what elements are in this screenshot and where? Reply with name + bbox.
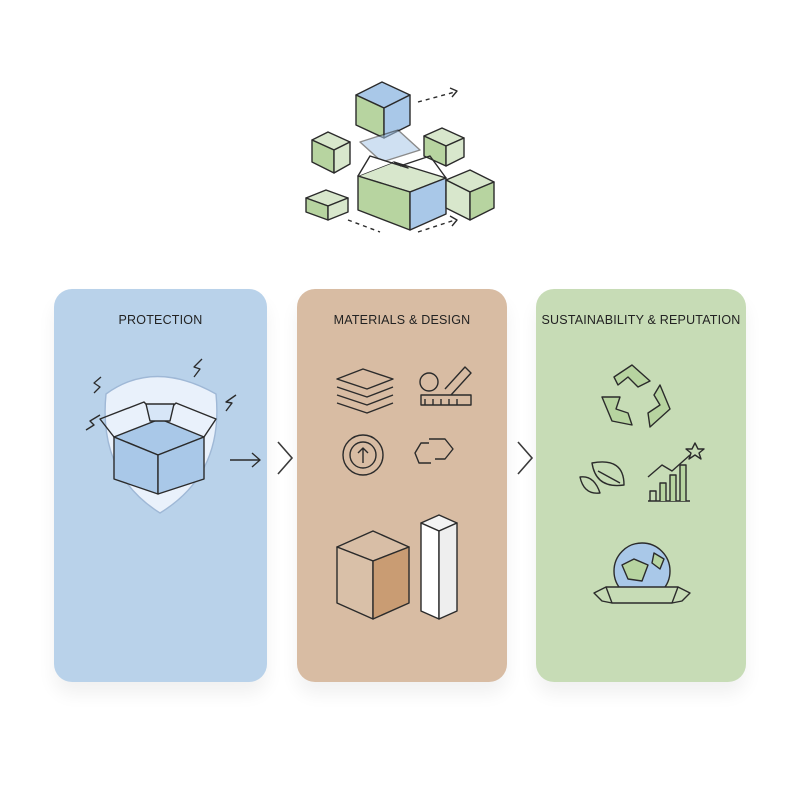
tall-carton-icon (420, 514, 458, 620)
panel-materials-design: MATERIALS & DESIGN (297, 289, 507, 682)
chevron-right-icon (277, 441, 294, 475)
sustainability-icons (579, 364, 705, 604)
leaf-icon (579, 461, 625, 494)
panel-title-sustainability: SUSTAINABILITY & REPUTATION (541, 313, 741, 327)
panel-title-materials: MATERIALS & DESIGN (333, 313, 471, 327)
materials-icons (336, 366, 472, 620)
growth-chart-icon (647, 442, 705, 502)
cardboard-box-icon (336, 530, 410, 620)
gear-ruler-icon (419, 366, 472, 406)
packaging-boxes-icon (305, 81, 495, 233)
stacked-sheets-icon (336, 368, 394, 414)
chevron-right-icon (517, 441, 534, 475)
compass-arrow-icon (342, 434, 384, 476)
panel-title-protection: PROTECTION (118, 313, 203, 327)
recycle-icon (601, 364, 671, 428)
panel-protection: PROTECTION (54, 289, 267, 682)
chain-link-icon (414, 438, 454, 464)
shielded-box-icon (85, 358, 261, 514)
globe-ribbon-icon (593, 542, 691, 604)
panel-sustainability-reputation: SUSTAINABILITY & REPUTATION (536, 289, 746, 682)
